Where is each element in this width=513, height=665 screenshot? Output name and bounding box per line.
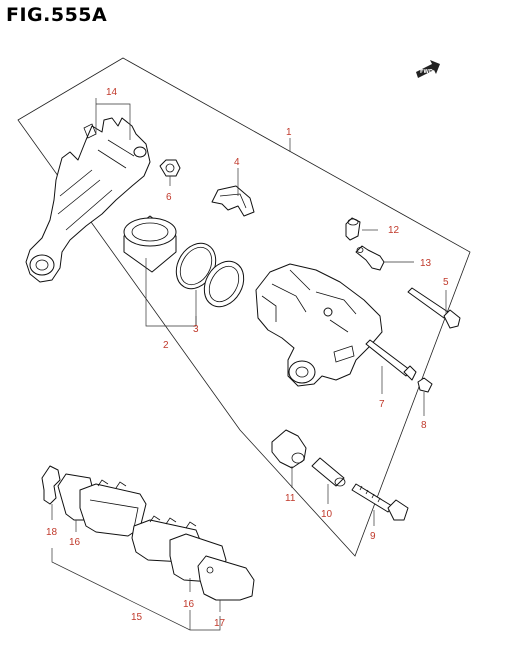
callout-6: 6 [166,192,172,203]
caliper-bolt [351,483,409,521]
caliper-body [255,263,383,387]
figure-title: FIG.555A [6,4,108,26]
callout-4: 4 [234,157,240,168]
callout-2: 2 [163,340,169,351]
callout-18: 18 [46,527,58,538]
callout-13: 13 [420,258,432,269]
caliper-bracket [25,117,151,283]
callout-7: 7 [379,399,385,410]
pin-bolt [407,287,461,329]
sleeve [311,457,346,487]
callout-10: 10 [321,509,333,520]
fwd-label: FWD [420,69,433,75]
callout-14: 14 [106,87,118,98]
callout-12: 12 [388,225,400,236]
callout-5: 5 [443,277,449,288]
pad-pin-plug [417,377,433,393]
piston [123,215,177,273]
bleeder-cap [355,245,385,271]
pad-pin [365,339,417,381]
fwd-arrow-icon: FWD [416,60,440,78]
callout-3: 3 [193,324,199,335]
bleeder-valve [345,217,361,241]
callout-17: 17 [214,618,226,629]
dust-seal [203,260,245,308]
callout-15: 15 [131,612,143,623]
pin-boot [271,429,307,469]
assembly-outline [17,57,471,557]
callout-8: 8 [421,420,427,431]
callout-11: 11 [285,493,296,504]
brake-pad-shim-4 [197,555,255,601]
callout-1: 1 [286,127,292,138]
nut [159,159,181,177]
leader-lines [51,98,447,631]
callout-16-upper: 16 [69,537,81,548]
brake-pad-shim-1 [41,465,61,505]
callout-9: 9 [370,531,376,542]
callout-16-lower: 16 [183,599,195,610]
spring-clip [211,185,255,217]
